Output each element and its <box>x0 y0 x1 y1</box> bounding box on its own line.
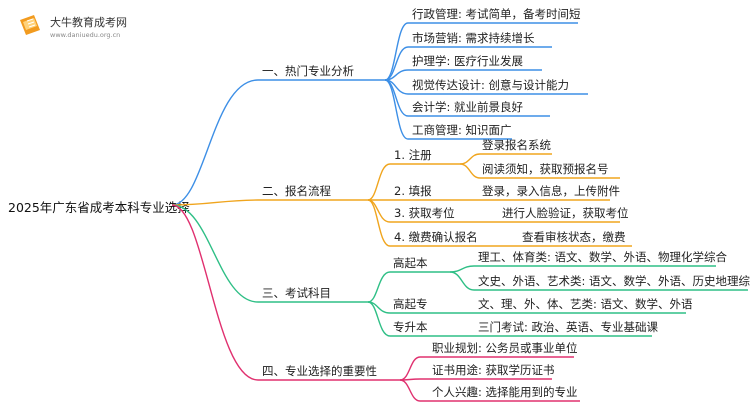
logo: 大牛教育成考网 www.daniuedu.org.cn <box>20 15 127 39</box>
hot-item-1: 行政管理: 考试简单，备考时间短 <box>412 7 581 21</box>
book-icon <box>20 15 40 35</box>
subjects-group-1-detail-2: 文史、外语、艺术类: 语文、数学、外语、历史地理综合 <box>478 274 750 288</box>
logo-url: www.daniuedu.org.cn <box>50 31 120 39</box>
importance-item-3: 个人兴趣: 选择能用到的专业 <box>432 385 578 399</box>
branch-title-importance: 四、专业选择的重要性 <box>262 364 377 378</box>
branch-title-process: 二、报名流程 <box>262 184 331 198</box>
process-step-2: 2. 填报 <box>394 184 432 198</box>
hot-item-5: 会计学: 就业前景良好 <box>412 100 524 114</box>
logo-name: 大牛教育成考网 <box>50 15 127 29</box>
process-step-4-detail-1: 查看审核状态，缴费 <box>522 230 626 244</box>
hot-item-4: 视觉传达设计: 创意与设计能力 <box>412 78 569 92</box>
branch-hot-majors <box>171 22 588 206</box>
process-step-1-detail-2: 阅读须知，获取预报名号 <box>482 162 609 176</box>
process-step-1-detail-1: 登录报名系统 <box>482 138 551 152</box>
branch-process <box>171 153 632 247</box>
subjects-group-1: 高起本 <box>393 256 428 270</box>
subjects-group-3-detail-1: 三门考试: 政治、英语、专业基础课 <box>478 320 659 334</box>
hot-item-2: 市场营销: 需求持续增长 <box>412 31 535 45</box>
branch-title-hot: 一、热门专业分析 <box>262 64 354 78</box>
subjects-group-2: 高起专 <box>393 297 428 311</box>
branch-importance <box>171 204 580 402</box>
process-step-4: 4. 缴费确认报名 <box>394 230 478 244</box>
importance-item-2: 证书用途: 获取学历证书 <box>432 363 555 377</box>
root-topic: 2025年广东省成考本科专业选择 <box>8 200 190 215</box>
process-step-3-detail-1: 进行人脸验证，获取考位 <box>502 206 629 220</box>
importance-item-1: 职业规划: 公务员或事业单位 <box>432 341 578 355</box>
process-step-3: 3. 获取考位 <box>394 206 455 220</box>
branch-title-subjects: 三、考试科目 <box>262 286 331 300</box>
process-step-2-detail-1: 登录，录入信息，上传附件 <box>482 184 620 198</box>
branch-subjects <box>171 204 748 337</box>
hot-item-6: 工商管理: 知识面广 <box>412 123 512 137</box>
hot-item-3: 护理学: 医疗行业发展 <box>412 54 524 68</box>
subjects-group-1-detail-1: 理工、体育类: 语文、数学、外语、物理化学综合 <box>478 250 728 264</box>
subjects-group-3: 专升本 <box>393 320 428 334</box>
subjects-group-2-detail-1: 文、理、外、体、艺类: 语文、数学、外语 <box>478 297 693 311</box>
process-step-1: 1. 注册 <box>394 148 432 162</box>
